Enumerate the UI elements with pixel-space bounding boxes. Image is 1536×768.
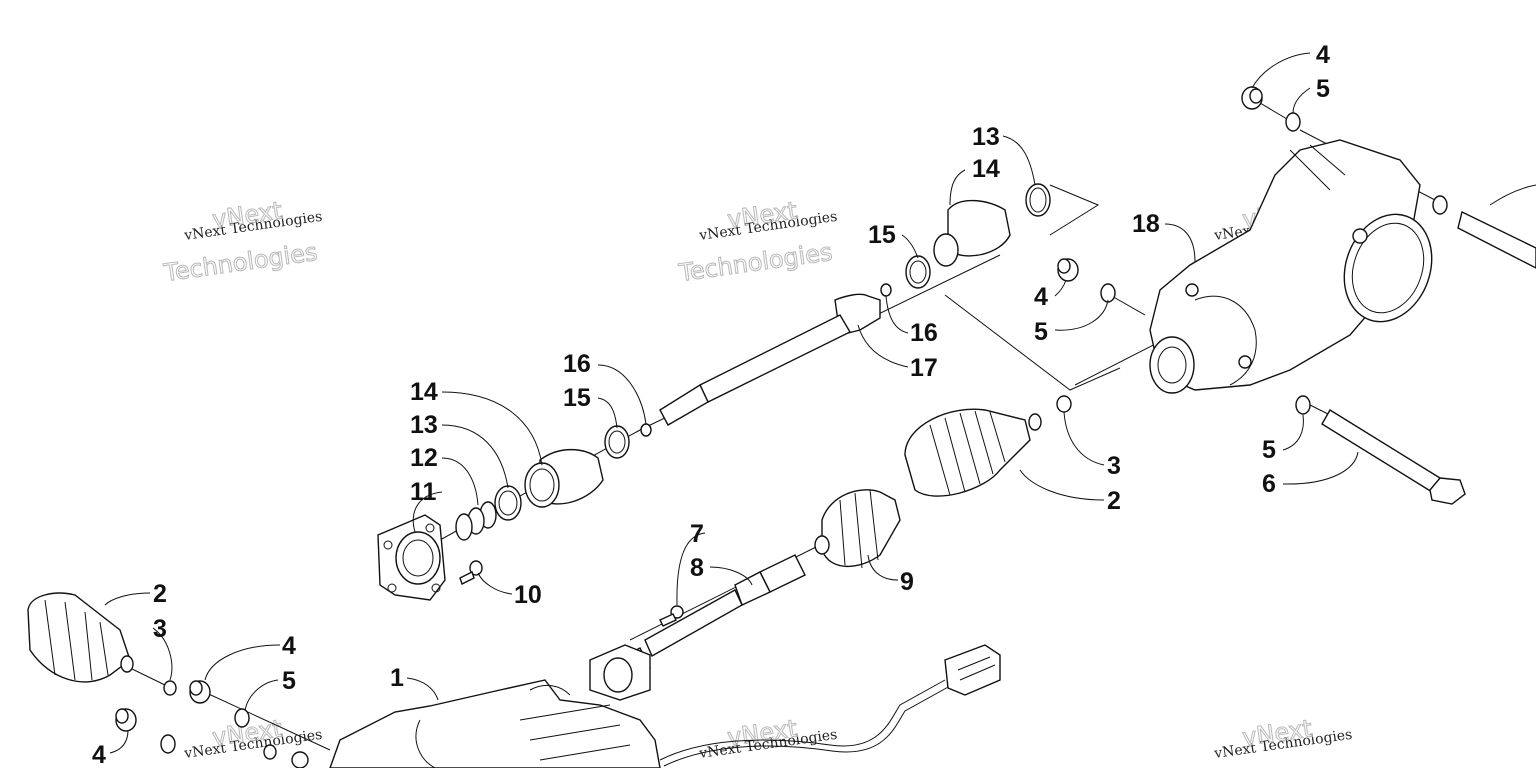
part-nut	[189, 680, 211, 704]
leader-lines	[104, 52, 1359, 754]
watermark-line2: Technologies	[161, 238, 319, 287]
part-nut	[1057, 258, 1079, 282]
part-bolt-long	[1321, 409, 1466, 505]
callout-labels: 4 5 13 14 18 15 16 17 4 5 16 15 14 13 12…	[92, 41, 1330, 768]
part-steering-gear-assembly	[263, 644, 661, 768]
part-nut	[1241, 86, 1263, 110]
callout-label: 5	[1316, 75, 1330, 103]
callout-label: 7	[690, 520, 704, 548]
callout-label: 5	[1262, 436, 1276, 464]
callout-label: 11	[410, 478, 437, 506]
watermark-2: vNext Technologies vNext Technologies	[676, 196, 838, 288]
part-washer	[160, 734, 176, 754]
part-screw	[459, 560, 483, 585]
part-clip	[163, 680, 177, 696]
part-washer	[1100, 283, 1116, 303]
callout-label: 5	[282, 667, 296, 695]
watermark-5: vNext Technologies vNext	[697, 714, 838, 762]
part-drive-shaft-upper	[659, 283, 892, 426]
callout-label: 15	[563, 384, 591, 412]
part-cv-boot-lower	[814, 489, 901, 569]
part-screw	[659, 605, 684, 627]
part-long-bolt-upper	[1457, 184, 1536, 269]
callout-label: 2	[153, 580, 167, 608]
callout-label: 5	[1034, 318, 1048, 346]
callout-label: 9	[900, 568, 914, 596]
callout-label: 1	[390, 664, 404, 692]
callout-label: 13	[410, 411, 438, 439]
callout-label: 3	[1107, 452, 1121, 480]
part-cv-boot-mid	[494, 423, 652, 521]
part-washer	[234, 708, 250, 728]
callout-label: 4	[1034, 283, 1048, 311]
callout-label: 16	[910, 319, 938, 347]
part-wiring-harness	[659, 644, 1001, 767]
part-flange-plate	[377, 514, 446, 601]
part-cv-boot-upper	[905, 183, 1051, 289]
watermark-line2: Technologies	[676, 238, 834, 287]
watermark-1: vNext Technologies vNext Technologies	[161, 196, 323, 288]
part-spring	[455, 501, 497, 541]
callout-label: 17	[910, 354, 938, 382]
part-washer	[1295, 395, 1311, 415]
callout-label: 3	[153, 615, 167, 643]
callout-label: 8	[690, 554, 704, 582]
callout-label: 13	[972, 123, 1000, 151]
callout-label: 12	[410, 444, 438, 472]
callout-label: 6	[1262, 470, 1276, 498]
part-gear-case-housing	[1149, 139, 1433, 394]
part-washer	[1285, 112, 1301, 132]
callout-label: 2	[1107, 487, 1121, 515]
part-clip	[1056, 395, 1072, 413]
callout-label: 18	[1132, 210, 1160, 238]
part-drive-shaft-lower	[630, 554, 806, 671]
callout-label: 14	[410, 378, 438, 406]
part-steering-boot-lower	[27, 592, 134, 683]
callout-label: 4	[1316, 41, 1330, 69]
part-steering-boot-upper	[904, 408, 1042, 497]
callout-label: 15	[868, 221, 896, 249]
callout-label: 4	[92, 741, 106, 768]
watermark-6: vNext Technologies vNext	[1212, 714, 1353, 762]
part-nut	[115, 708, 137, 732]
part-washer	[1432, 195, 1448, 215]
callout-label: 10	[514, 581, 542, 609]
callout-label: 4	[282, 632, 296, 660]
callout-label: 14	[972, 155, 1000, 183]
callout-label: 16	[563, 350, 591, 378]
